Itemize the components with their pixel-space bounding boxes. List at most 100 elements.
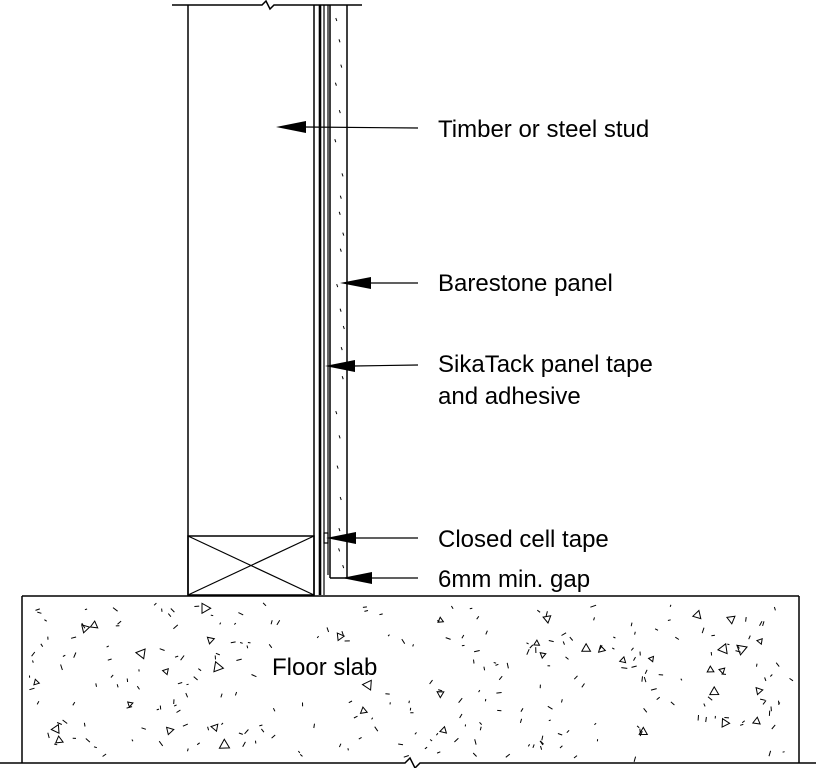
- concrete-hatch-dash: [594, 722, 597, 726]
- panel-texture-dash: [336, 465, 339, 469]
- concrete-hatch-dash: [526, 642, 529, 645]
- concrete-hatch-dash: [634, 631, 636, 635]
- concrete-hatch-dash: [153, 602, 157, 606]
- concrete-hatch-dash: [764, 677, 767, 682]
- concrete-hatch-dash: [527, 744, 531, 747]
- panel-texture-dash: [341, 376, 344, 380]
- barestone-panel: [329, 5, 348, 579]
- concrete-hatch-dash: [621, 667, 628, 669]
- concrete-hatch-dash: [159, 648, 165, 651]
- concrete-hatch-dash: [778, 700, 780, 705]
- label-sikatack-line2: and adhesive: [438, 383, 581, 410]
- concrete-hatch-dash: [107, 658, 112, 661]
- concrete-hatch-dash: [505, 753, 511, 758]
- panel-texture-dash: [338, 527, 341, 532]
- concrete-hatch-dash: [654, 628, 659, 631]
- concrete-hatch-dash: [768, 750, 772, 757]
- concrete-hatch-dash: [650, 688, 657, 691]
- concrete-aggregate: [755, 686, 764, 696]
- concrete-hatch-dash: [117, 620, 122, 625]
- concrete-hatch-dash: [569, 636, 574, 641]
- concrete-hatch-dash: [458, 697, 463, 704]
- concrete-hatch-dash: [565, 656, 569, 660]
- concrete-hatch-dash: [759, 698, 766, 701]
- concrete-hatch-dash: [630, 647, 634, 651]
- panel-texture-dash: [340, 64, 343, 68]
- concrete-hatch-dash: [540, 740, 544, 745]
- concrete-hatch-dash: [599, 644, 603, 650]
- concrete-hatch-dash: [593, 617, 595, 621]
- concrete-hatch-dash: [561, 632, 567, 636]
- concrete-hatch-dash: [141, 727, 147, 730]
- concrete-hatch-dash: [158, 740, 164, 747]
- leader-panel: [340, 277, 418, 289]
- concrete-aggregate: [618, 655, 627, 664]
- concrete-hatch-dash: [54, 743, 58, 746]
- timber-or-steel-stud: [187, 5, 315, 595]
- concrete-hatch-dash: [29, 687, 35, 691]
- concrete-hatch-dash: [745, 617, 747, 622]
- concrete-hatch-dash: [429, 679, 433, 685]
- concrete-hatch-dash: [644, 669, 648, 675]
- concrete-hatch-dash: [771, 724, 776, 730]
- concrete-hatch-dash: [737, 646, 740, 649]
- concrete-aggregate: [336, 632, 346, 642]
- concrete-hatch-dash: [207, 726, 210, 731]
- concrete-hatch-dash: [93, 746, 97, 749]
- concrete-hatch-dash: [116, 684, 119, 688]
- concrete-hatch-dash: [707, 696, 713, 701]
- concrete-hatch-dash: [561, 699, 563, 703]
- concrete-aggregate: [33, 678, 41, 686]
- concrete-hatch-dash: [268, 644, 273, 649]
- concrete-hatch-dash: [95, 683, 97, 687]
- concrete-hatch-dash: [643, 707, 648, 713]
- panel-texture-dash: [338, 39, 341, 43]
- concrete-hatch-dash: [84, 608, 88, 611]
- label-closed-cell-tape: Closed cell tape: [438, 526, 609, 553]
- concrete-hatch-dash: [461, 634, 465, 639]
- concrete-aggregate: [436, 691, 445, 699]
- concrete-hatch-dash: [613, 636, 616, 639]
- concrete-hatch-dash: [566, 729, 570, 734]
- concrete-aggregate: [708, 685, 720, 696]
- concrete-hatch-dash: [173, 704, 177, 707]
- concrete-aggregate: [438, 725, 448, 734]
- concrete-hatch-dash: [773, 606, 776, 611]
- concrete-hatch-dash: [436, 751, 441, 754]
- label-gap: 6mm min. gap: [438, 566, 590, 593]
- concrete-hatch-dash: [60, 664, 63, 671]
- concrete-hatch-dash: [246, 645, 249, 649]
- concrete-hatch-dash: [230, 641, 236, 644]
- concrete-hatch-dash: [408, 700, 410, 704]
- concrete-hatch-dash: [180, 655, 185, 661]
- concrete-hatch-dash: [548, 719, 551, 722]
- concrete-hatch-dash: [438, 689, 443, 692]
- concrete-hatch-dash: [762, 621, 765, 627]
- concrete-hatch-dash: [220, 693, 223, 698]
- concrete-aggregate: [437, 616, 445, 623]
- concrete-aggregate: [361, 679, 372, 691]
- concrete-hatch-dash: [711, 634, 715, 637]
- concrete-hatch-dash: [541, 735, 544, 741]
- concrete-hatch-dash: [703, 703, 706, 707]
- concrete-hatch-dash: [435, 732, 439, 736]
- concrete-hatch-dash: [233, 622, 237, 625]
- concrete-hatch-dash: [639, 730, 643, 737]
- panel-texture-dash: [340, 346, 343, 351]
- panel-texture-dash: [339, 248, 342, 252]
- concrete-hatch-dash: [174, 655, 179, 658]
- concrete-aggregate: [89, 620, 99, 629]
- concrete-hatch-dash: [479, 721, 483, 725]
- concrete-aggregate: [725, 615, 736, 625]
- concrete-hatch-dash: [476, 616, 480, 620]
- panel-texture-dash: [338, 435, 341, 439]
- concrete-hatch-dash: [364, 610, 369, 612]
- concrete-hatch-dash: [669, 604, 672, 607]
- concrete-hatch-dash: [532, 744, 535, 748]
- concrete-aggregate: [206, 636, 216, 645]
- panel-texture-dash: [334, 82, 337, 86]
- concrete-hatch-dash: [739, 723, 744, 726]
- concrete-hatch-dash: [236, 658, 242, 661]
- concrete-hatch-dash: [398, 743, 404, 746]
